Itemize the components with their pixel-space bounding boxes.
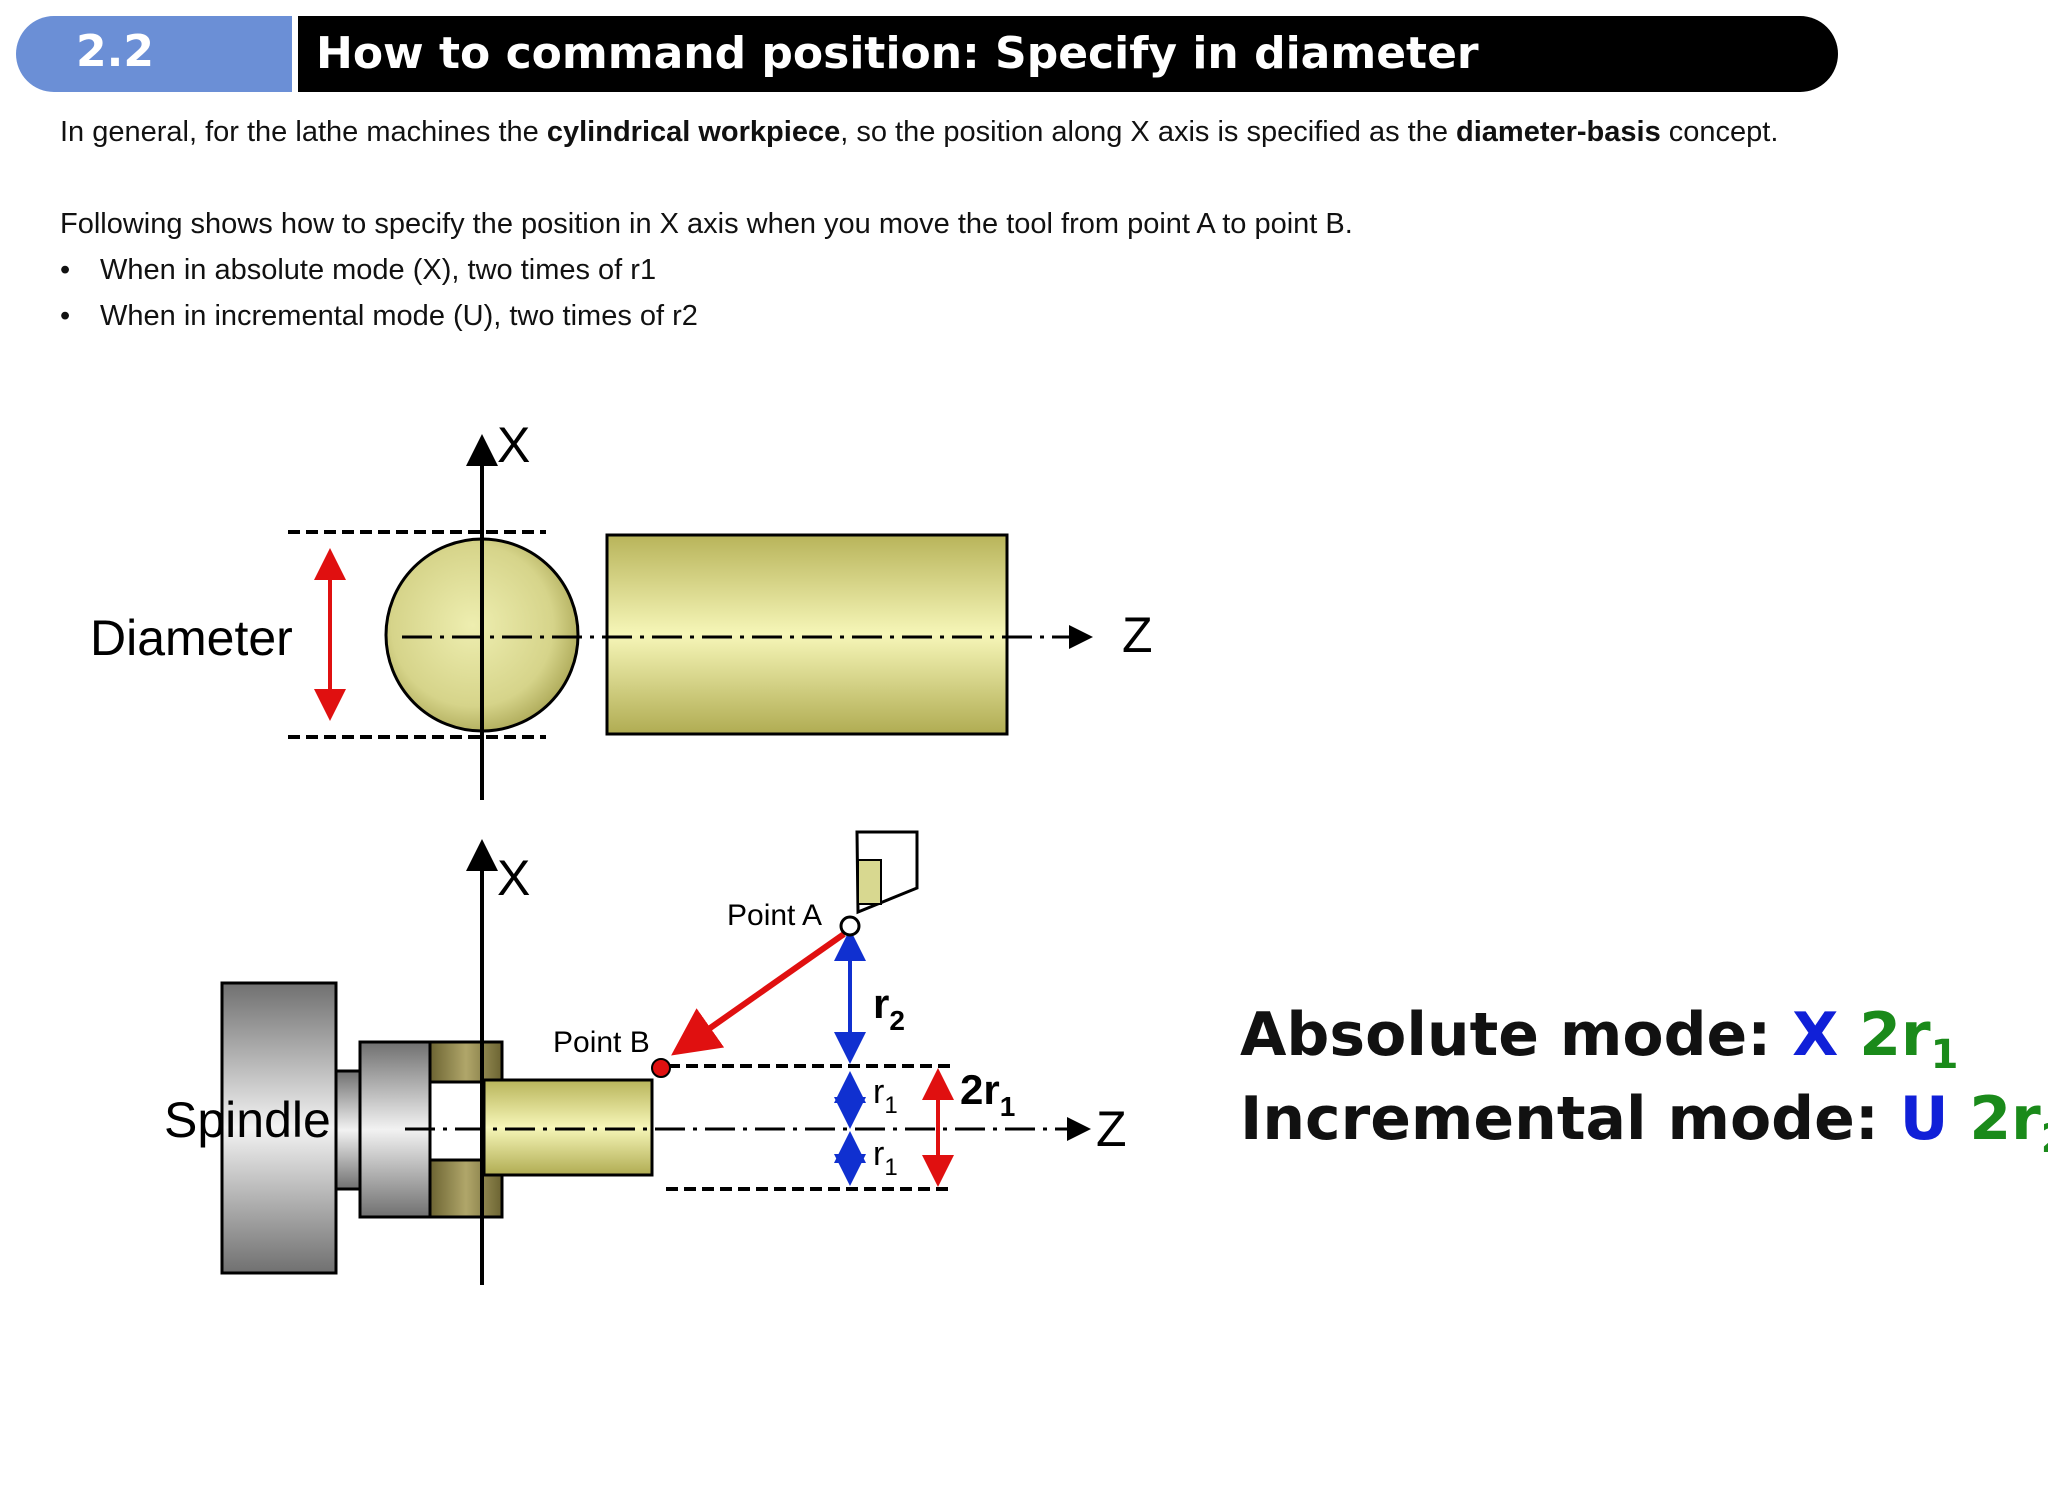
svg-text:2r1: 2r1: [960, 1066, 1015, 1122]
r1-lower-subscript: 1: [884, 1154, 897, 1181]
r1-upper-label: r: [873, 1073, 884, 1111]
intro-part-2: , so the position along X axis is specif…: [840, 116, 1457, 148]
chuck-jaw-upper: [428, 1040, 504, 1084]
following-text: Following shows how to specify the posit…: [60, 208, 1353, 240]
x-axis-bottom-label: X: [497, 850, 530, 906]
move-arrow-a-to-b: [671, 931, 846, 1056]
intro-bold-1: cylindrical workpiece: [546, 116, 841, 148]
z-axis-top-label: Z: [1122, 607, 1153, 663]
absolute-mode-line: Absolute mode: X 2r1: [1240, 1000, 1958, 1078]
spindle-label: Spindle: [164, 1092, 331, 1148]
diameter-label: Diameter: [90, 610, 293, 666]
intro-part-3: concept.: [1660, 116, 1779, 148]
r1-lower-label: r: [873, 1135, 884, 1173]
section-number: 2.2: [76, 26, 154, 77]
bullet-text: When in absolute mode (X), two times of …: [100, 254, 657, 286]
spindle-body: [220, 981, 338, 1275]
section-number-tab: 2.2: [16, 16, 292, 92]
two-r1-subscript: 1: [1000, 1091, 1016, 1122]
svg-text:r1: r1: [873, 1135, 898, 1181]
r2-subscript: 2: [889, 1005, 905, 1036]
point-a-label: Point A: [727, 899, 822, 932]
bullet-dot: •: [60, 300, 71, 332]
z-axis-bottom-label: Z: [1096, 1101, 1127, 1157]
svg-text:r1: r1: [873, 1073, 898, 1119]
incremental-radius: r: [2011, 1084, 2041, 1154]
bullet-dot: •: [60, 254, 71, 286]
point-a-marker: [839, 915, 861, 937]
spindle-collar: [334, 1069, 364, 1191]
incremental-axis-letter: U: [1899, 1084, 1949, 1154]
incremental-radius-subscript: 2: [2041, 1116, 2048, 1162]
svg-text:r2: r2: [873, 980, 905, 1036]
incremental-mode-label: Incremental mode:: [1240, 1084, 1900, 1154]
intro-part-1: In general, for the lathe machines the: [60, 116, 547, 148]
title-bar: How to command position: Specify in diam…: [298, 16, 1838, 92]
point-b-label: Point B: [553, 1026, 650, 1059]
incremental-multiplier: 2: [1969, 1084, 2012, 1154]
absolute-multiplier: 2: [1859, 1000, 1902, 1070]
intro-bold-2: diameter-basis: [1456, 116, 1661, 148]
r1-upper-subscript: 1: [884, 1092, 897, 1119]
page-title: How to command position: Specify in diam…: [316, 28, 1479, 79]
absolute-axis-letter: X: [1792, 1000, 1839, 1070]
r2-label: r: [873, 980, 889, 1027]
incremental-mode-line: Incremental mode: U 2r2: [1240, 1084, 2048, 1162]
point-b-marker: [651, 1058, 671, 1078]
x-axis-top-label: X: [497, 417, 530, 473]
tool-insert: [857, 859, 882, 905]
absolute-mode-label: Absolute mode:: [1240, 1000, 1793, 1070]
intro-text: In general, for the lathe machines the c…: [60, 116, 1778, 149]
absolute-radius-subscript: 1: [1930, 1032, 1959, 1078]
two-r1-label: 2r: [960, 1066, 1000, 1113]
absolute-radius: r: [1901, 1000, 1931, 1070]
workpiece-side-view: [605, 533, 1009, 736]
bullet-text: When in incremental mode (U), two times …: [100, 300, 698, 332]
